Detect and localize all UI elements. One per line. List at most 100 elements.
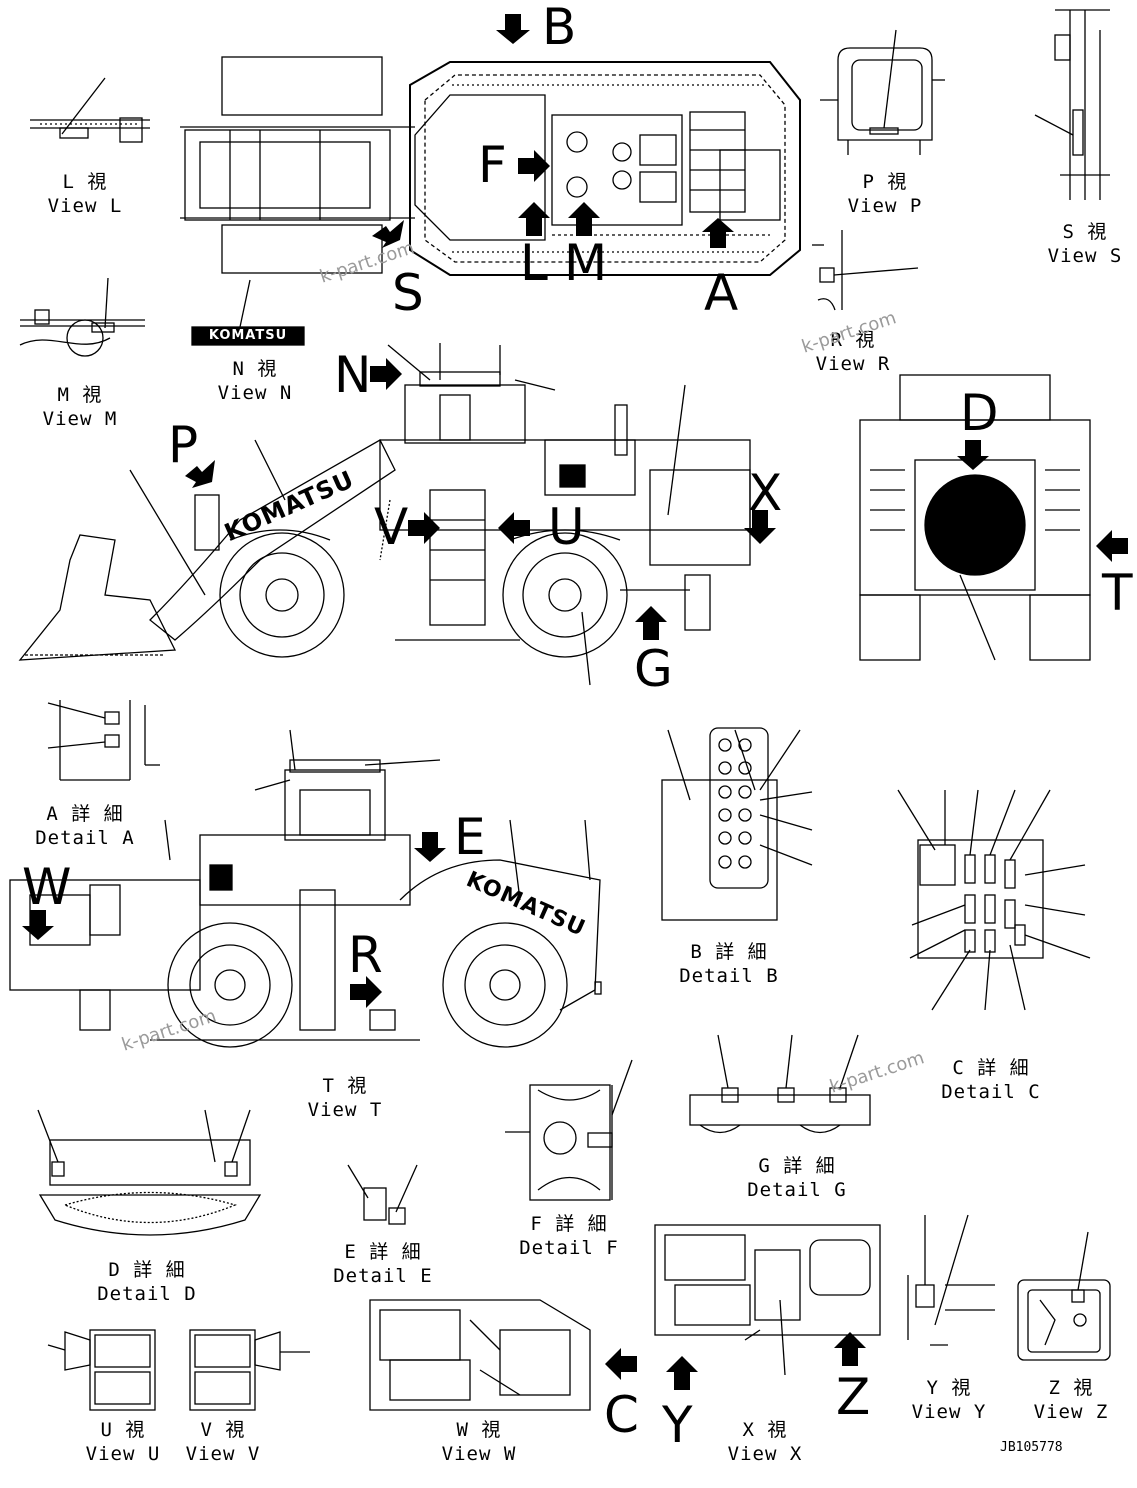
arrow-letter-x: X: [748, 464, 783, 522]
view-y-drawing: [907, 1214, 995, 1346]
view-r-drawing: [812, 230, 919, 311]
arrow-letter-p: P: [168, 416, 199, 474]
detail-f-jp: F 詳 細: [530, 1213, 608, 1235]
arrow-letter-f: F: [478, 136, 507, 194]
view-r-jp: R 視: [830, 329, 876, 351]
detail-f-en: Detail F: [519, 1237, 619, 1259]
view-arrows: [22, 14, 1128, 1390]
arrow-letter-t: T: [1102, 564, 1133, 622]
view-v-drawing: [189, 1329, 310, 1411]
arrow-letter-y: Y: [662, 1396, 693, 1454]
rear-view: [859, 374, 1091, 661]
view-l-drawing: [30, 77, 150, 143]
arrow-letter-s: S: [392, 264, 424, 322]
detail-a-jp: A 詳 細: [46, 803, 124, 825]
view-w-en: View W: [441, 1443, 517, 1465]
detail-c-jp: C 詳 細: [952, 1057, 1030, 1079]
view-u-en: View U: [85, 1443, 161, 1465]
view-z-drawing: [1017, 1231, 1111, 1361]
top-view: [180, 56, 801, 276]
view-y-jp: Y 視: [926, 1377, 972, 1399]
view-x-jp: X 視: [742, 1419, 788, 1441]
view-t-jp: T 視: [322, 1075, 368, 1097]
detail-c-drawing: [897, 789, 1091, 1011]
detail-g-en: Detail G: [747, 1179, 847, 1201]
arrow-letter-a: A: [704, 264, 739, 322]
arrow-letter-u: U: [548, 498, 585, 556]
view-s-en: View S: [1047, 245, 1123, 267]
view-w-jp: W 視: [456, 1419, 502, 1441]
arrow-letter-m: M: [564, 234, 608, 292]
arrow-letter-v: V: [374, 498, 409, 556]
view-m-drawing: [19, 277, 145, 357]
view-s-drawing: [1034, 9, 1110, 200]
view-z-jp: Z 視: [1048, 1377, 1094, 1399]
detail-b-jp: B 詳 細: [690, 941, 768, 963]
side-view-t: [9, 729, 602, 1048]
view-y-en: View Y: [911, 1401, 987, 1423]
view-u-jp: U 視: [100, 1419, 146, 1441]
detail-a-en: Detail A: [35, 827, 135, 849]
view-t-en: View T: [307, 1099, 383, 1121]
view-m-jp: M 視: [57, 384, 103, 406]
view-s-jp: S 視: [1062, 221, 1108, 243]
side-view-upper: [18, 343, 751, 686]
arrow-letter-e: E: [454, 808, 486, 866]
view-z-en: View Z: [1033, 1401, 1109, 1423]
view-n-en: View N: [217, 382, 293, 404]
detail-b-en: Detail B: [679, 965, 779, 987]
detail-f-drawing: [505, 1059, 633, 1201]
view-w-drawing: [369, 1299, 591, 1411]
arrow-letter-g: G: [634, 640, 673, 698]
detail-a-drawing: [47, 700, 160, 781]
detail-d-jp: D 詳 細: [108, 1259, 186, 1281]
view-m-en: View M: [42, 408, 118, 430]
view-v-jp: V 視: [200, 1419, 246, 1441]
view-p-jp: P 視: [862, 171, 908, 193]
detail-b-drawing: [661, 727, 813, 921]
arrow-letter-z: Z: [836, 1368, 871, 1426]
arrow-letter-d: D: [960, 384, 999, 442]
brand-badge-view-n: KOMATSU: [208, 328, 288, 343]
detail-g-drawing: [689, 1034, 871, 1134]
arrow-letter-r: R: [348, 926, 383, 984]
view-p-en: View P: [847, 195, 923, 217]
detail-e-en: Detail E: [333, 1265, 433, 1287]
view-u-drawing: [47, 1329, 156, 1411]
arrow-letter-w: W: [22, 858, 72, 916]
view-p-drawing: [820, 29, 945, 155]
view-l-en: View L: [47, 195, 123, 217]
detail-g-jp: G 詳 細: [758, 1155, 836, 1177]
view-x-en: View X: [727, 1443, 803, 1465]
view-n-drawing: [191, 279, 305, 346]
arrow-letter-b: B: [542, 0, 577, 56]
view-r-en: View R: [815, 353, 891, 375]
view-l-jp: L 視: [62, 171, 108, 193]
view-x-drawing: [654, 1224, 881, 1376]
drawing-code: JB105778: [1000, 1440, 1063, 1455]
arrow-letter-n: N: [334, 346, 372, 404]
detail-e-drawing: [347, 1164, 418, 1225]
view-v-en: View V: [185, 1443, 261, 1465]
view-n-jp: N 視: [232, 358, 278, 380]
